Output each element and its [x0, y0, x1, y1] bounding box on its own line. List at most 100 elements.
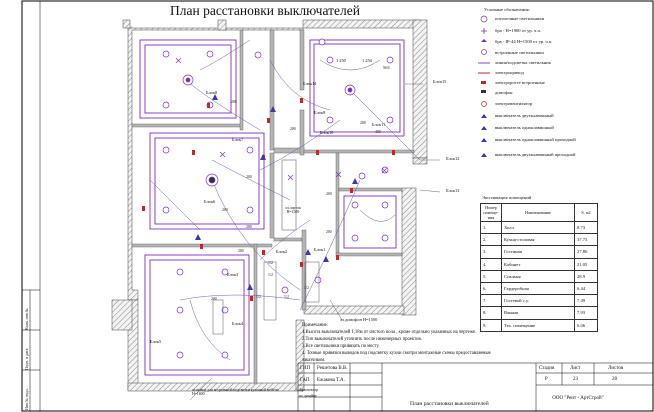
kitchen-outlet-label: эл.вывод для встроенной подсветки кухонн…	[192, 388, 279, 396]
drawing-title: План расстановки выключателей	[170, 3, 360, 18]
dimension-label: 200	[326, 192, 332, 196]
side-strip-label: Взам. инв.№	[24, 308, 29, 330]
stamp-col-value: 28	[612, 377, 617, 382]
rooms-col-area: S, м2	[574, 203, 598, 222]
legend-item: бра - Н=1900 от ур. ч.п.	[495, 28, 542, 33]
block-label: Блок11	[372, 122, 386, 127]
dimension-label: 200	[211, 297, 217, 301]
block-label: Блок3	[227, 272, 239, 277]
note-line: заказчиком.	[302, 358, 326, 363]
legend-item: встроенные светильники	[495, 50, 544, 55]
outer-walls	[111, 19, 428, 392]
legend-item: линия/подсветка светильник	[495, 60, 551, 65]
note-line: 4. Точные привязки выводов под подсветку…	[302, 351, 491, 356]
dimension-label: 400	[375, 130, 381, 134]
legend-item: выключатель двухклавишный	[495, 113, 554, 118]
dimension-label: 1 250	[362, 58, 372, 63]
legend-symbols	[478, 15, 490, 157]
stamp-role: Архитектор	[299, 388, 319, 392]
block-label: Блок6	[204, 199, 216, 204]
intercom-label: эл.домофон Н=1500	[340, 317, 378, 322]
stamp-col-header: Стадия	[539, 366, 555, 371]
wall-lamps	[175, 57, 388, 181]
dimension-pair: 1/2	[304, 286, 309, 290]
legend-item: выключатель двухклавишный проходной	[495, 152, 576, 157]
stamp-name: по дизайну	[299, 394, 317, 398]
rooms-table-heading: Экспликация помещений	[482, 195, 532, 200]
shield-label: эл. щиток Н=1500	[285, 206, 301, 214]
dimension-label: 200	[360, 121, 366, 125]
stamp-company: ООО "Рент - АртСтрой"	[552, 396, 604, 401]
lighting-strips	[139, 39, 405, 376]
rooms-col-name: Наименование	[501, 203, 575, 222]
inner-walls	[131, 29, 415, 385]
stamp-col-value: 23	[573, 377, 578, 382]
rooms-table: Номер помеще-ния Наименование S, м2 1.Хо…	[480, 203, 598, 332]
block-label: Блок4	[232, 321, 244, 326]
block-label: Блок2	[276, 249, 288, 254]
block-label: Блок14	[303, 81, 317, 86]
block-label: Блок8	[206, 90, 218, 95]
notes-heading: Примечание:	[302, 323, 329, 328]
note-line: 2.Тип выключателей уточнить после инжене…	[302, 337, 422, 342]
side-strip-label: Инв.№ подл.	[24, 388, 29, 410]
stamp-role: ГИП	[300, 366, 311, 371]
dimension-label: 563	[383, 65, 390, 70]
block-label: Блок1	[314, 247, 326, 252]
legend-item: выключатель одноклавишный	[495, 125, 554, 130]
switch-arrows	[195, 94, 358, 290]
legend-item: потолочные светильники	[495, 16, 545, 21]
dimension-pair: 1/2	[268, 273, 273, 277]
block-label: Блок9	[314, 110, 326, 115]
dimension-label: 200	[238, 249, 244, 253]
kitchen-furniture	[212, 261, 320, 335]
legend-item: домофон	[495, 90, 513, 95]
dimension-pair: 1/2	[268, 261, 273, 265]
legend-heading: Условные обозначения:	[484, 7, 530, 12]
stamp-col-value: Р	[545, 377, 548, 382]
stamp-name: Решетова В.В.	[317, 366, 348, 371]
table-row: 7.Гостевой с.у.7.49	[480, 294, 598, 308]
stamp-col-header: Листов	[608, 366, 624, 371]
block-label: Блок5	[150, 339, 162, 344]
note-line: 1.Высота выключателей 1,18м от чистого п…	[302, 330, 477, 335]
legend-item: электроротте встроенные	[495, 80, 545, 85]
block-label: Блок13	[446, 188, 460, 193]
ceiling-fixtures	[162, 38, 394, 359]
dimension-label: 200	[246, 225, 252, 229]
dimension-label: 200	[222, 208, 228, 212]
legend-item: электропривод	[495, 70, 524, 75]
wiring	[149, 39, 421, 361]
rooms-col-number: Номер помеще-ния	[480, 203, 502, 222]
dimension-pair: 1/2	[284, 295, 289, 299]
stamp-role: ГАП	[300, 378, 310, 383]
stamp-name: Ежакова Т.А.	[317, 378, 345, 383]
dimension-label: 200	[326, 230, 332, 234]
leaders	[189, 83, 441, 401]
stamp-sheet-title: План расстановки выключателей	[410, 401, 489, 407]
dimension-label: 200	[290, 127, 296, 131]
dimension-label: 200	[231, 100, 237, 104]
block-label: Блок12	[446, 156, 460, 161]
block-label: Блок15	[433, 79, 447, 84]
dimension-label: 1 250	[336, 58, 346, 63]
stamp-col-header: Лист	[570, 366, 581, 371]
title-block	[297, 362, 653, 411]
note-line: 3.Все светильники привязать по месту.	[302, 344, 380, 349]
side-strip-label: Подп. и дата	[24, 348, 29, 370]
legend-item: электровентилятор	[495, 101, 533, 106]
dimension-pair: 1/2	[256, 295, 261, 299]
dimension-label: 200	[246, 175, 252, 179]
block-label: Блок10	[320, 130, 334, 135]
legend-item: бра - IP-44 Н=1500 от ур. ч.п.	[495, 39, 553, 44]
legend-item: выключатель одноклавишный проходной	[495, 137, 576, 142]
